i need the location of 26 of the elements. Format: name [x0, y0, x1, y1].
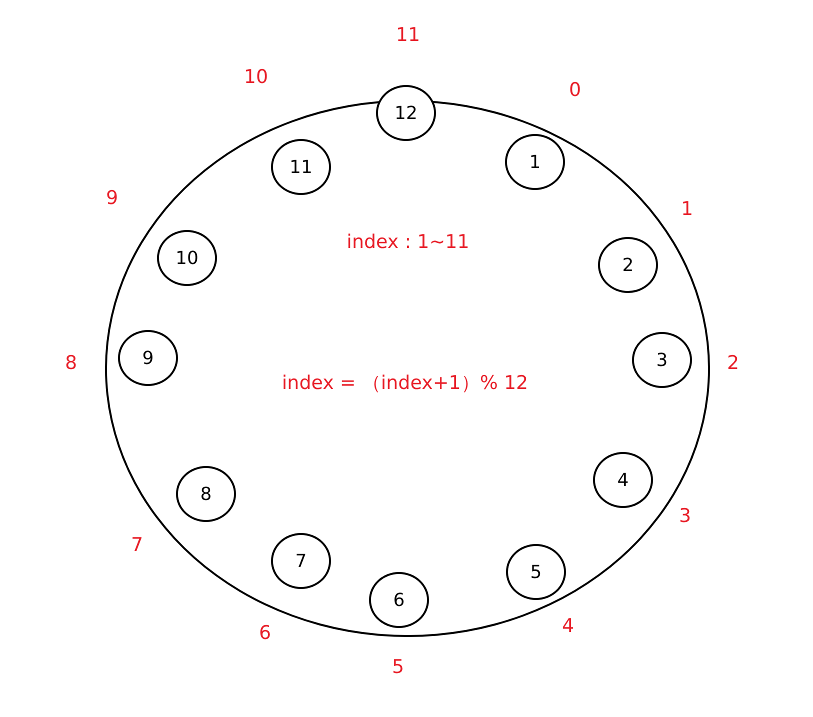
number-circle: 8: [176, 466, 236, 522]
number-circle: 5: [506, 544, 566, 600]
index-label: 9: [106, 187, 118, 209]
index-label: 10: [244, 66, 268, 88]
index-label: 11: [396, 24, 420, 46]
number-circle: 12: [376, 85, 436, 141]
number-circle: 10: [157, 230, 217, 286]
number-circle: 4: [593, 452, 653, 508]
index-label: 2: [726, 352, 740, 374]
index-label: 0: [568, 79, 582, 101]
index-label: 3: [678, 505, 692, 527]
formula-text: index = （index+1）% 12: [282, 371, 528, 396]
index-label: 5: [392, 656, 404, 678]
index-label: 1: [680, 198, 694, 220]
number-circle: 3: [632, 332, 692, 388]
number-circle: 6: [369, 572, 429, 628]
index-label: 8: [64, 352, 78, 374]
number-circle: 9: [118, 330, 178, 386]
number-circle: 2: [598, 237, 658, 293]
formula-text: index : 1~11: [346, 231, 470, 253]
number-circle: 11: [271, 139, 331, 195]
index-label: 6: [258, 622, 272, 644]
number-circle: 7: [271, 533, 331, 589]
index-label: 4: [562, 615, 574, 637]
index-label: 7: [130, 534, 144, 556]
number-circle: 1: [505, 134, 565, 190]
